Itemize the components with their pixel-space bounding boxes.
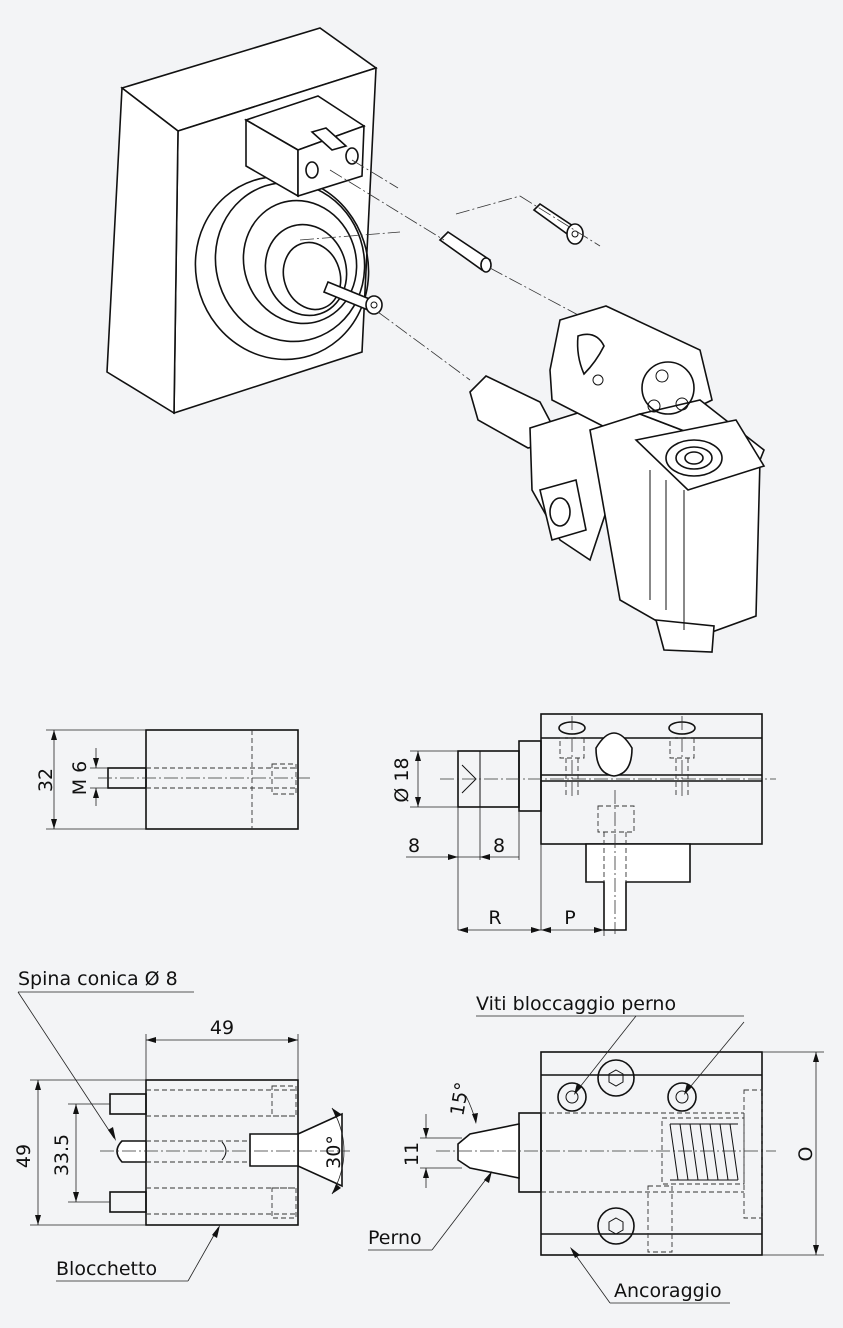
dim-d18: Ø 18: [391, 757, 413, 802]
tool-holder-iso: [469, 305, 766, 653]
view-holder-front: Ø 18 8 8 R P: [391, 713, 776, 936]
locking-screw-iso: [532, 202, 584, 245]
dim-49-top: 49: [210, 1017, 234, 1039]
dim-r: R: [488, 907, 501, 929]
screw-in-plate: [322, 280, 383, 315]
mounting-plate: [106, 27, 378, 415]
dim-32: 32: [35, 768, 57, 792]
screw-heads: [557, 1059, 697, 1245]
dim-11: 11: [401, 1142, 423, 1166]
dim-p: P: [564, 907, 575, 929]
label-viti-bloccaggio: Viti bloccaggio perno: [476, 993, 676, 1015]
taper-pin-iso: [438, 230, 492, 273]
dim-15deg: 15°: [446, 1080, 474, 1117]
label-ancoraggio: Ancoraggio: [614, 1280, 722, 1302]
holder-seat-rings: [194, 175, 370, 361]
label-blocchetto: Blocchetto: [56, 1258, 157, 1280]
dim-m6: M 6: [69, 761, 91, 796]
dim-49-left: 49: [13, 1144, 35, 1168]
label-perno: Perno: [368, 1227, 422, 1249]
dim-30deg: 30°: [323, 1135, 345, 1169]
dim-8-left: 8: [408, 835, 420, 857]
isometric-exploded-view: [106, 27, 766, 653]
dim-33-5: 33.5: [51, 1134, 73, 1176]
view-holder-top: O 11 15° Viti bloccaggio perno Perno Anc…: [368, 993, 824, 1304]
block-blocchetto-iso: [244, 95, 366, 198]
view-block-side: 32 M 6: [35, 729, 312, 830]
dim-8-right: 8: [493, 835, 505, 857]
label-spina-conica: Spina conica Ø 8: [18, 968, 178, 990]
dim-o: O: [795, 1147, 817, 1162]
view-block-top: 49 49 33.5 30° Spina conica Ø 8 Blocchet…: [13, 968, 350, 1282]
